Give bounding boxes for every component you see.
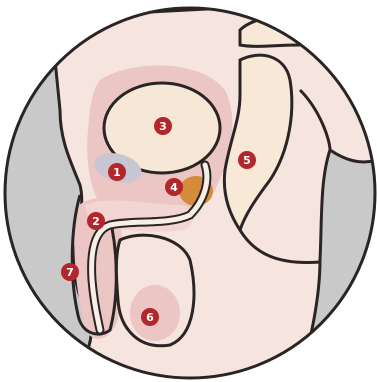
marker-7-label: 7 — [66, 266, 74, 279]
marker-4-label: 4 — [170, 181, 178, 194]
marker-6-label: 6 — [146, 311, 154, 324]
marker-7: 7 — [61, 263, 79, 281]
marker-5: 5 — [238, 151, 256, 169]
marker-3: 3 — [154, 117, 172, 135]
marker-1: 1 — [108, 163, 126, 181]
marker-5-label: 5 — [243, 154, 251, 167]
marker-2-label: 2 — [92, 215, 100, 228]
marker-2: 2 — [87, 212, 105, 230]
marker-6: 6 — [141, 308, 159, 326]
marker-4: 4 — [165, 178, 183, 196]
marker-1-label: 1 — [113, 166, 121, 179]
marker-3-label: 3 — [159, 120, 167, 133]
